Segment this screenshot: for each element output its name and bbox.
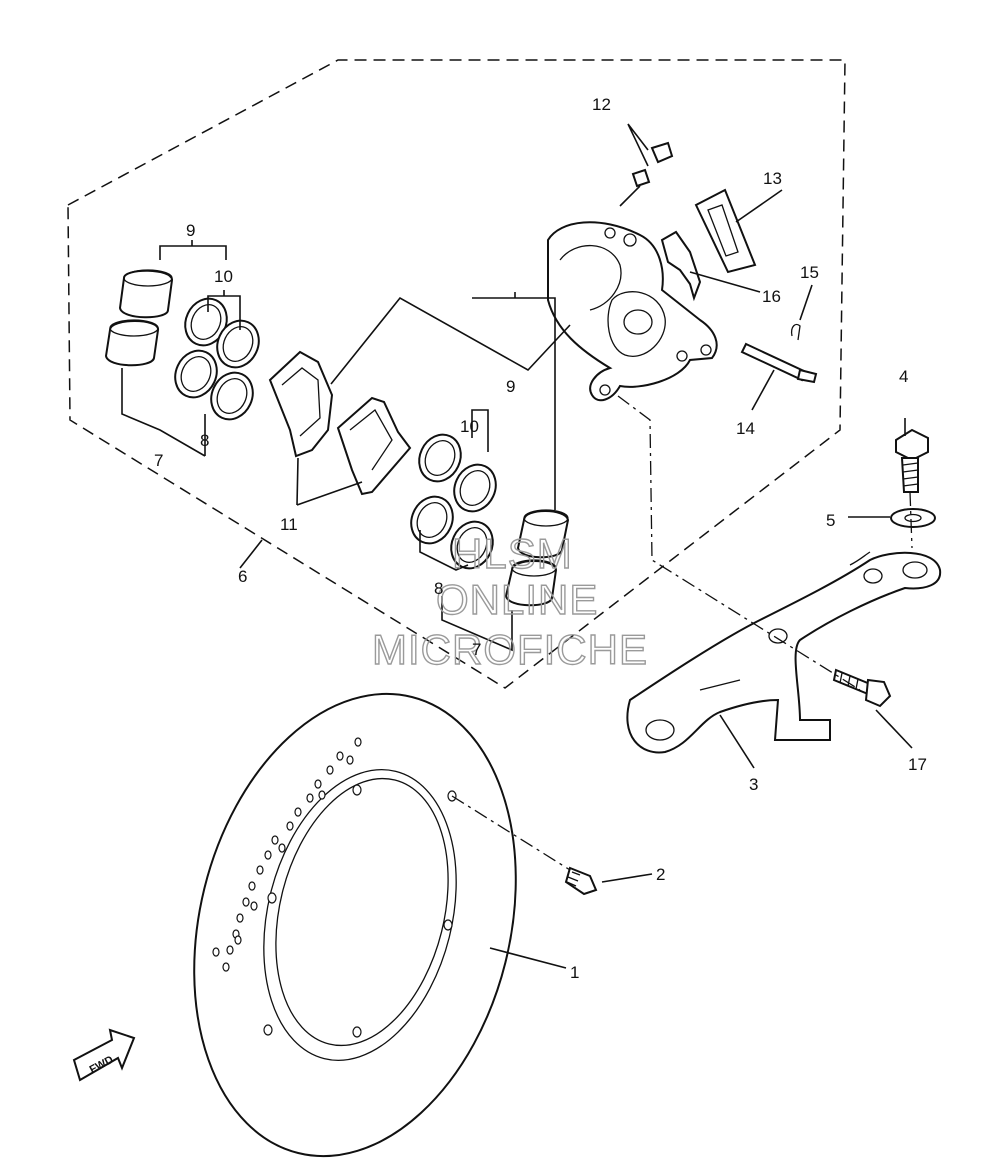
label-part-12: 12 (592, 95, 611, 114)
disc-bolt (564, 866, 598, 896)
leader-lines (121, 123, 913, 969)
pad-spring (694, 188, 757, 274)
part-labels: 1 2 3 4 5 6 7 7 8 8 9 9 10 10 11 12 13 1… (154, 95, 927, 982)
pistons-upper (104, 269, 174, 367)
forward-arrow-icon: FWD (72, 1028, 136, 1082)
label-part-6: 6 (238, 567, 247, 586)
brake-disc (193, 692, 517, 1158)
watermark-line-2: ONLINE (436, 576, 598, 623)
caliper-bracket (626, 551, 942, 754)
label-part-10-upper: 10 (214, 267, 233, 286)
label-part-2: 2 (656, 865, 665, 884)
seals-upper (174, 297, 260, 421)
bracket-bolt-upper (895, 428, 929, 493)
seals-lower (410, 433, 497, 570)
label-part-13: 13 (763, 169, 782, 188)
disc-holes (212, 737, 457, 1038)
pad-pin-clip (790, 323, 801, 341)
pad-pin (740, 342, 818, 384)
caliper-assembly-boundary (67, 59, 846, 689)
watermark-line-3: MICROFICHE (372, 626, 648, 673)
label-part-16: 16 (762, 287, 781, 306)
watermark: HLSM ONLINE MICROFICHE (371, 529, 648, 673)
label-part-17: 17 (908, 755, 927, 774)
caliper-body (547, 221, 718, 402)
pistons-lower (504, 509, 570, 607)
label-part-5: 5 (826, 511, 835, 530)
label-part-7-upper: 7 (154, 451, 163, 470)
bracket-bolt-lower (832, 668, 892, 708)
watermark-line-1: HLSM (452, 530, 573, 577)
label-part-9-upper: 9 (186, 221, 195, 240)
label-part-7-lower: 7 (472, 640, 481, 659)
label-part-10-lower: 10 (460, 417, 479, 436)
label-part-8-lower: 8 (434, 579, 443, 598)
label-part-4: 4 (899, 367, 908, 386)
label-part-8-upper: 8 (200, 431, 209, 450)
washer (890, 508, 936, 528)
alignment-lines (451, 395, 913, 871)
brake-pads (268, 350, 412, 496)
pad-support (660, 230, 702, 302)
bleed-screws (631, 141, 674, 188)
label-part-1: 1 (570, 963, 579, 982)
label-part-9-lower: 9 (506, 377, 515, 396)
label-part-14: 14 (736, 419, 755, 438)
label-part-15: 15 (800, 263, 819, 282)
label-part-3: 3 (749, 775, 758, 794)
label-part-11: 11 (280, 515, 298, 534)
